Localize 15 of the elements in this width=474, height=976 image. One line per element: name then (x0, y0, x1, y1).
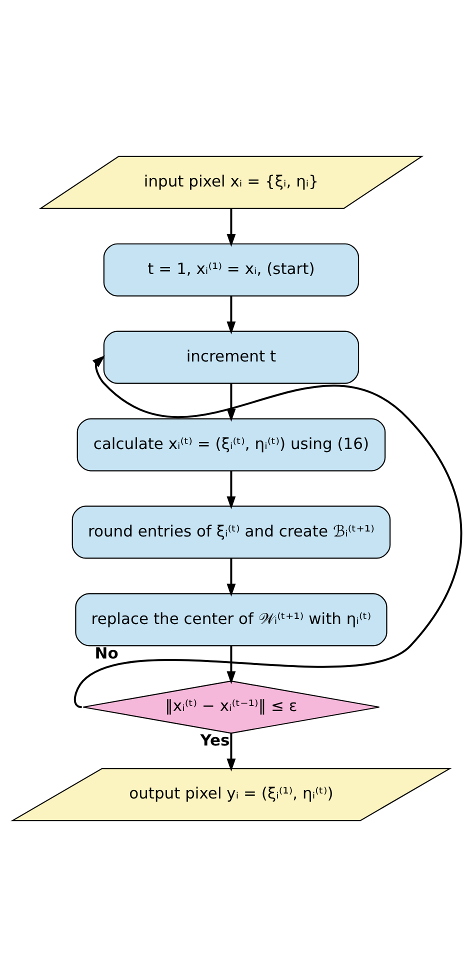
node-box: increment t (103, 330, 360, 384)
edge-label: No (94, 644, 118, 662)
arrow (226, 296, 236, 334)
node-box: t = 1, xᵢ⁽¹⁾ = xᵢ, (start) (103, 242, 360, 296)
node-box: calculate xᵢ⁽ᵗ⁾ = (ξᵢ⁽ᵗ⁾, ηᵢ⁽ᵗ⁾) using (16) (76, 418, 386, 471)
arrow (226, 732, 236, 772)
node-box: round entries of ξᵢ⁽ᵗ⁾ and create ℬᵢ⁽ᵗ⁺¹⁾ (72, 505, 391, 558)
edge-label: Yes (200, 731, 230, 750)
arrow (226, 558, 236, 596)
node-box: replace the center of 𝒲ᵢ⁽ᵗ⁺¹⁾ with ηᵢ⁽ᵗ⁾ (75, 592, 388, 646)
arrow (226, 645, 236, 684)
node-diamond: ‖xᵢ⁽ᵗ⁾ − xᵢ⁽ᵗ⁻¹⁾‖ ≤ ε (82, 680, 380, 734)
arrow (226, 470, 236, 509)
arrow (226, 383, 236, 422)
arrow (226, 208, 236, 246)
